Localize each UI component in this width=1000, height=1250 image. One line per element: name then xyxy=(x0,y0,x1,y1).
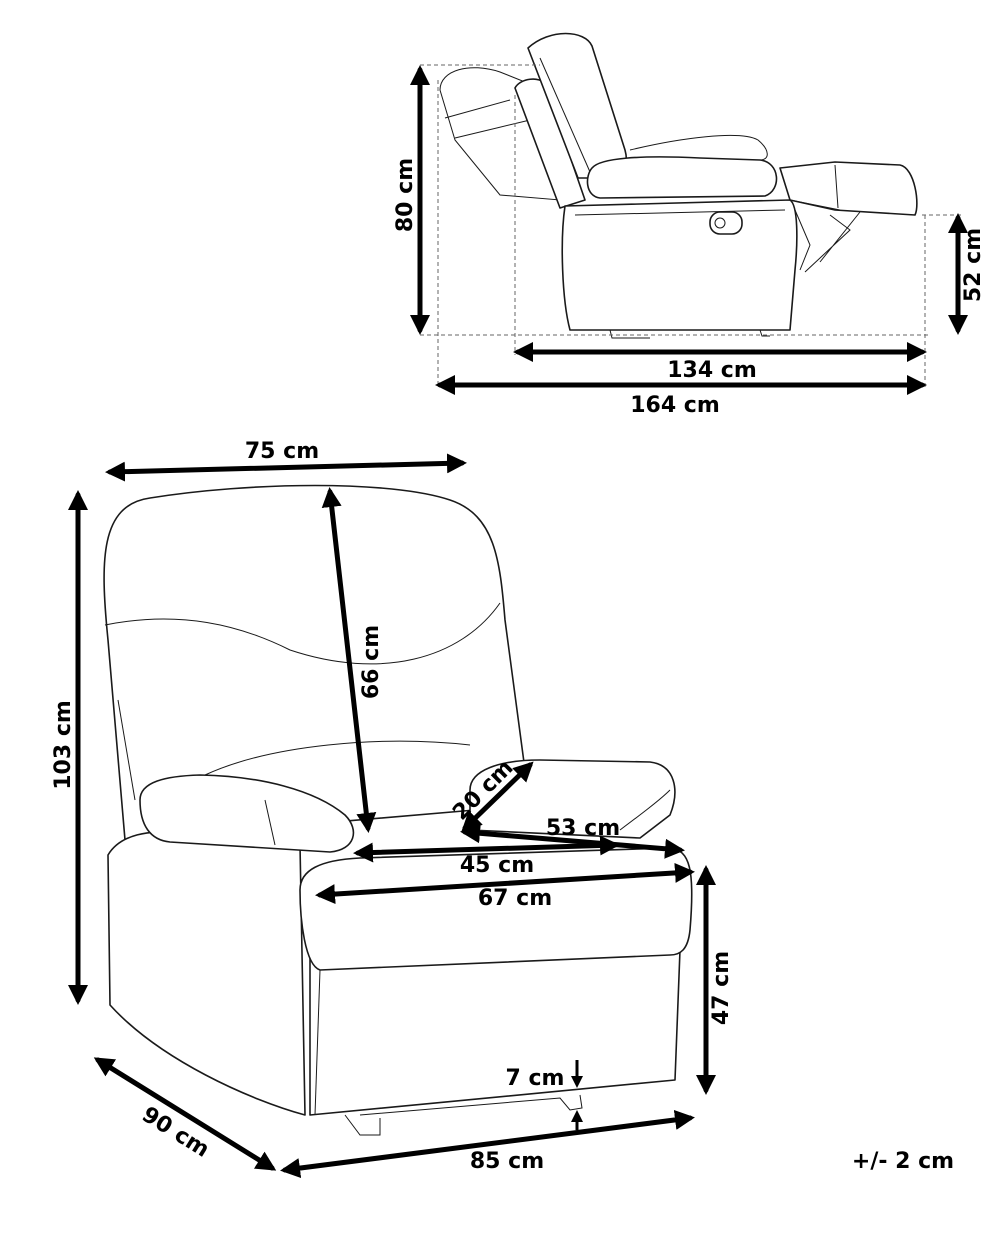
side-view-recliner xyxy=(420,32,962,390)
label-side-seat-height: 52 cm xyxy=(961,228,986,302)
arrow-front-width xyxy=(315,862,695,905)
label-depth: 90 cm xyxy=(137,1102,213,1163)
label-front-width: 67 cm xyxy=(478,886,552,911)
label-side-depth-inner: 134 cm xyxy=(667,358,757,383)
label-width-top: 75 cm xyxy=(245,439,319,464)
arrow-armrest-height xyxy=(461,761,534,832)
label-armrest-depth: 53 cm xyxy=(546,816,620,841)
label-side-depth-outer: 164 cm xyxy=(630,393,720,418)
label-side-height: 80 cm xyxy=(393,158,418,232)
label-total-height: 103 cm xyxy=(51,700,76,790)
arrow-width xyxy=(280,1109,695,1179)
label-width: 85 cm xyxy=(470,1149,544,1174)
arrow-width-top xyxy=(105,453,467,482)
front-view-recliner xyxy=(103,484,693,1136)
arrow-depth xyxy=(93,1057,277,1171)
label-floor-clearance: 7 cm xyxy=(506,1066,565,1091)
arrow-backrest-height xyxy=(321,487,377,833)
tolerance-note: +/- 2 cm xyxy=(852,1149,954,1174)
arrow-seat-width xyxy=(353,835,620,863)
label-seat-height: 47 cm xyxy=(709,951,734,1025)
label-seat-width: 45 cm xyxy=(460,853,534,878)
label-backrest-height: 66 cm xyxy=(359,625,384,699)
